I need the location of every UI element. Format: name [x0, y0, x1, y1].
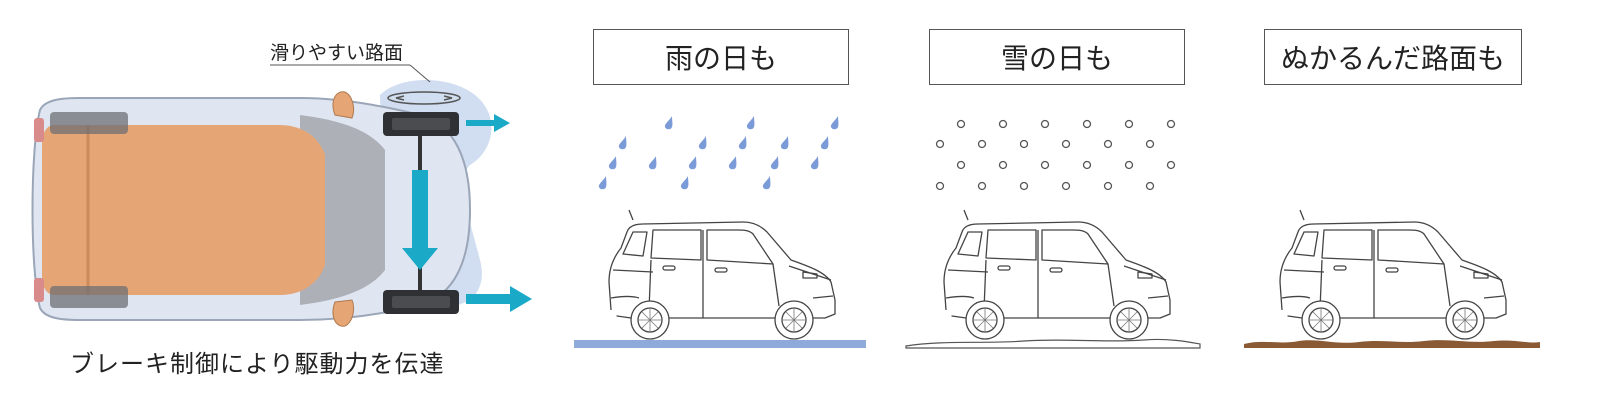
ground-water	[574, 340, 866, 348]
snowflake	[977, 139, 987, 149]
snowflake	[1082, 119, 1092, 129]
snowflake	[1145, 181, 1155, 191]
snowflake	[998, 119, 1008, 129]
car-side-mud	[1279, 209, 1507, 340]
raindrop	[680, 176, 689, 190]
snowflake	[1019, 181, 1029, 191]
raindrop	[770, 156, 779, 170]
mirror-top	[332, 91, 355, 119]
raindrop	[618, 136, 627, 150]
car-side-rain	[608, 209, 836, 340]
car-roof	[42, 125, 325, 295]
ground-snow	[905, 338, 1201, 349]
raindrop	[820, 136, 829, 150]
snowflake	[1166, 119, 1176, 129]
raindrop	[598, 176, 607, 190]
wheel-spin-indicator	[387, 91, 461, 105]
snowflake	[977, 181, 987, 191]
snowflake	[1040, 160, 1050, 170]
snowflake	[1061, 181, 1071, 191]
snowflake	[1103, 181, 1113, 191]
raindrop	[762, 176, 771, 190]
panel-title-rain: 雨の日も	[593, 29, 849, 85]
raindrop	[698, 136, 707, 150]
snowflake	[935, 139, 945, 149]
drive-force-arrow-small	[466, 114, 510, 132]
snowflake	[1082, 160, 1092, 170]
panel-title-snow: 雪の日も	[929, 29, 1185, 85]
snowflake	[1166, 160, 1176, 170]
slippery-surface-label: 滑りやすい路面	[270, 42, 404, 64]
snowflake	[1040, 119, 1050, 129]
snowflake	[1145, 139, 1155, 149]
snowflake	[1124, 160, 1134, 170]
rear-wheel-bottom	[50, 286, 128, 308]
raindrop	[738, 136, 747, 150]
panel-title-mud: ぬかるんだ路面も	[1264, 29, 1522, 85]
snowflake	[1019, 139, 1029, 149]
raindrop	[810, 156, 819, 170]
raindrop	[688, 156, 697, 170]
diagram-caption: ブレーキ制御により駆動力を伝達	[70, 350, 445, 378]
raindrop	[728, 156, 737, 170]
raindrop	[830, 116, 839, 130]
snowflake	[935, 181, 945, 191]
snowflake	[1061, 139, 1071, 149]
ground-mud	[1244, 340, 1540, 348]
snowflake	[1124, 119, 1134, 129]
rain-drops	[598, 116, 839, 190]
mirror-bottom	[332, 299, 355, 327]
snow-flakes	[935, 119, 1176, 191]
raindrop	[608, 156, 617, 170]
raindrop	[664, 116, 673, 130]
snowflake	[956, 119, 966, 129]
car-top-view-diagram	[31, 64, 532, 327]
torque-transfer-arrow	[412, 170, 428, 250]
rear-wheel-top	[50, 112, 128, 134]
raindrop	[746, 116, 755, 130]
snowflake	[1103, 139, 1113, 149]
snowflake	[956, 160, 966, 170]
car-side-snow	[943, 209, 1171, 340]
raindrop	[780, 136, 789, 150]
raindrop	[648, 156, 657, 170]
drive-force-arrow-large	[466, 286, 532, 312]
snowflake	[998, 160, 1008, 170]
